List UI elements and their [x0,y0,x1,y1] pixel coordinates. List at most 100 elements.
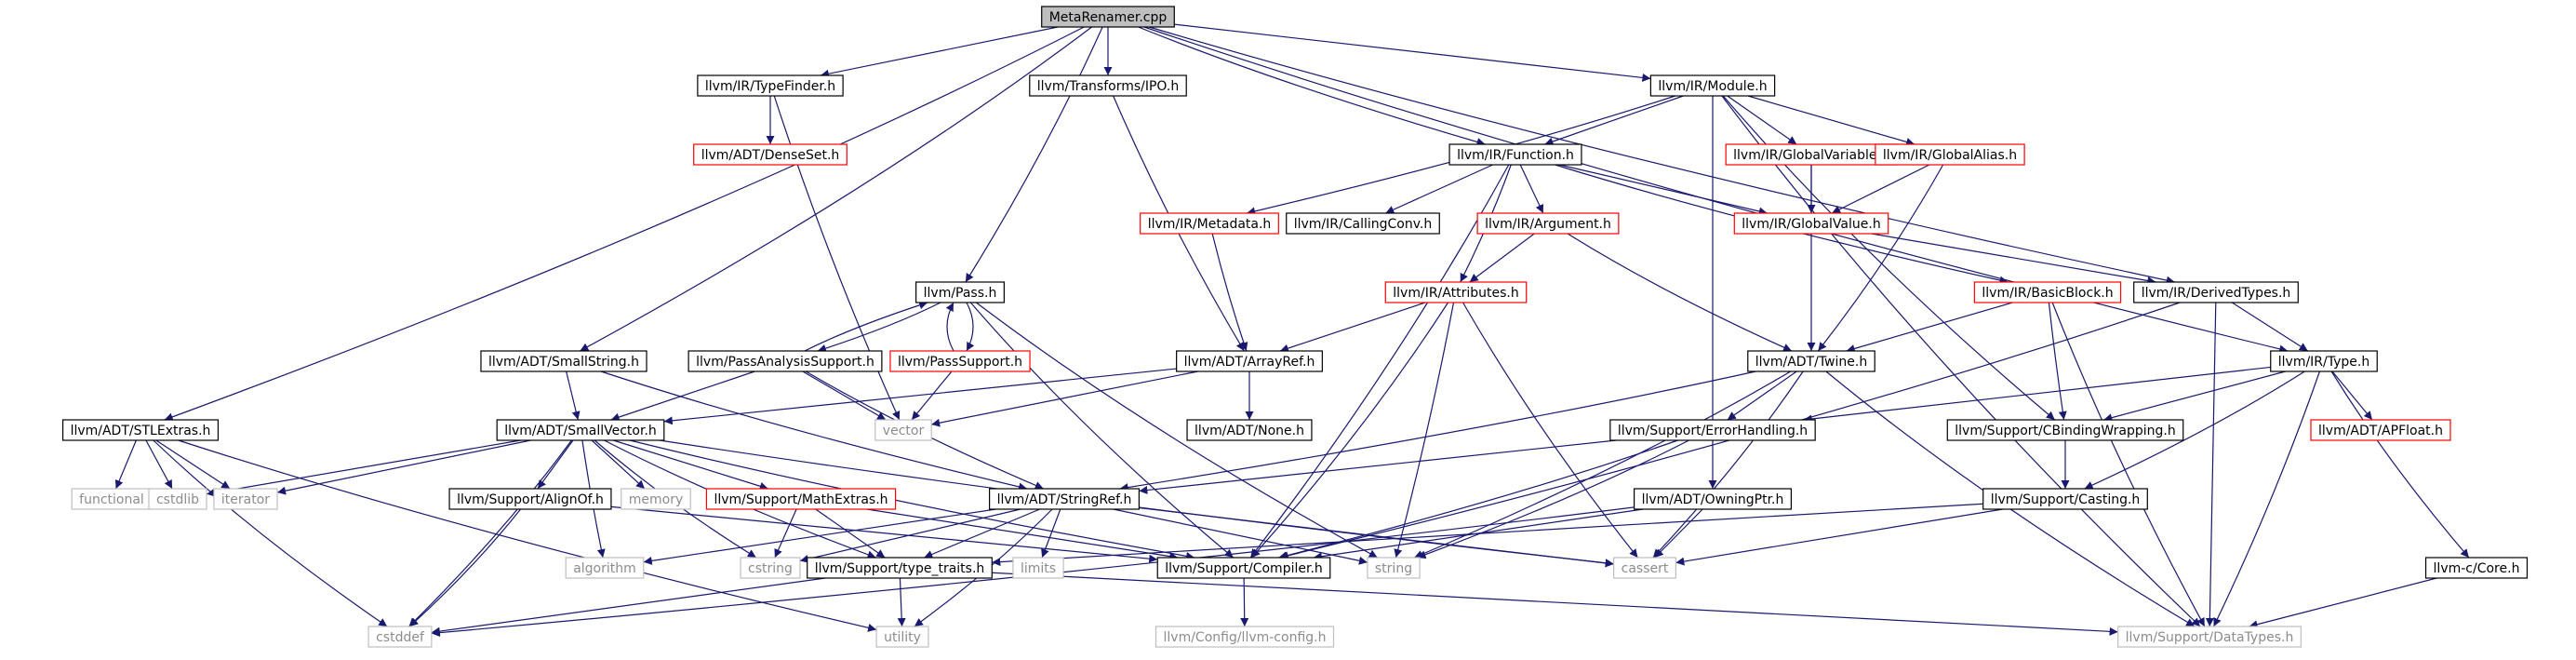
node-label: llvm-c/Core.h [2434,561,2520,576]
node-callingconv[interactable]: llvm/IR/CallingConv.h [1286,212,1440,235]
edge-mathextras-to-compiler [866,508,1179,561]
node-label: cstdlib [156,492,199,507]
node-box [1476,212,1620,235]
edge-smallvector-to-cstddef [408,439,572,627]
node-mathextras[interactable]: llvm/Support/MathExtras.h [705,488,897,510]
node-owningptr[interactable]: llvm/ADT/OwningPtr.h [1634,488,1792,510]
edge-errorhandling-to-stringref [1139,439,1617,494]
node-root[interactable]: MetaRenamer.cpp [1041,6,1175,28]
node-box [705,488,897,510]
edge-smallvector-to-iterator [276,439,531,495]
node-ipo[interactable]: llvm/Transforms/IPO.h [1029,74,1187,97]
node-none[interactable]: llvm/ADT/None.h [1186,419,1313,441]
node-label: llvm/Support/Compiler.h [1165,561,1323,576]
edge-attributes-to-string [1394,302,1455,559]
node-errorhandling[interactable]: llvm/Support/ErrorHandling.h [1609,419,1816,441]
node-label: llvm/PassSupport.h [898,355,1022,370]
node-label: llvm/ADT/DenseSet.h [701,148,840,163]
edge-casting-to-cassert [1675,508,2003,566]
edge-attributes-to-cassert [1462,302,1638,559]
edge-smallvector-to-memory [591,439,646,490]
node-arrayref[interactable]: llvm/ADT/ArrayRef.h [1176,350,1323,372]
node-globalvariable[interactable]: llvm/IR/GlobalVariable.h [1725,143,1898,166]
node-passanalysis[interactable]: llvm/PassAnalysisSupport.h [687,350,883,372]
node-box [1155,626,1335,648]
node-box [1982,488,2148,510]
node-box [2424,557,2529,579]
edge-compiler-to-llvmconfig [1240,577,1249,627]
node-twine[interactable]: llvm/ADT/Twine.h [1747,350,1875,372]
node-attributes[interactable]: llvm/IR/Attributes.h [1384,281,1528,303]
node-globalalias[interactable]: llvm/IR/GlobalAlias.h [1875,143,2025,166]
node-function[interactable]: llvm/IR/Function.h [1448,143,1582,166]
edge-pass-to-compiler [969,302,1235,559]
node-passsupport[interactable]: llvm/PassSupport.h [889,350,1031,372]
edge-module-to-datatypes [1721,95,2201,627]
node-box [1733,212,1889,235]
node-compiler[interactable]: llvm/Support/Compiler.h [1156,557,1331,579]
edge-owningptr-to-cassert [1654,508,1703,559]
edge-typetraits-to-datatypes [992,572,2118,636]
edge-function-to-argument [1519,164,1544,214]
edge-root-to-derivedtypes [1149,26,2175,285]
node-alignof[interactable]: llvm/Support/AlignOf.h [448,488,612,510]
node-module[interactable]: llvm/IR/Module.h [1649,74,1776,97]
node-box [367,626,433,648]
node-type[interactable]: llvm/IR/Type.h [2270,350,2378,372]
edge-alignof-to-cstddef [409,508,522,627]
node-smallstring[interactable]: llvm/ADT/SmallString.h [480,350,647,372]
node-denseset[interactable]: llvm/ADT/DenseSet.h [693,143,848,166]
edge-pass-to-string [975,302,1378,559]
node-box [2270,350,2378,372]
node-argument[interactable]: llvm/IR/Argument.h [1476,212,1620,235]
edge-derivedtypes-to-datatypes [2205,302,2217,627]
edge-stringref-to-typetraits [924,508,1040,559]
edge-smallstring-to-smallvector [566,370,581,421]
node-box [1029,74,1187,97]
edge-type-to-casting [2084,370,2305,490]
edges-layer [114,23,2470,638]
node-box [1448,143,1582,166]
edge-function-to-globalvalue [1559,164,1768,216]
node-box [1140,212,1279,235]
edge-basicblock-to-datatypes [2051,302,2206,627]
edge-passanalysis-to-pass [804,301,928,352]
edge-type-to-datatypes [2213,370,2320,627]
node-derivedtypes[interactable]: llvm/IR/DerivedTypes.h [2133,281,2299,303]
node-pass[interactable]: llvm/Pass.h [915,281,1005,303]
node-label: limits [1021,561,1056,576]
node-typetraits[interactable]: llvm/Support/type_traits.h [807,557,993,579]
node-globalvalue[interactable]: llvm/IR/GlobalValue.h [1733,212,1889,235]
node-basicblock[interactable]: llvm/IR/BasicBlock.h [1973,281,2122,303]
nodes-layer: MetaRenamer.cpp llvm/IR/TypeFinder.h llvm/… [61,6,2529,648]
edge-passanalysis-to-smallvector [610,370,755,422]
node-smallvector[interactable]: llvm/ADT/SmallVector.h [496,419,665,441]
edge-globalalias-to-twine [1817,164,1944,352]
node-box [1041,6,1175,28]
node-metadata[interactable]: llvm/IR/Metadata.h [1140,212,1279,235]
node-apfloat[interactable]: llvm/ADT/APFloat.h [2310,419,2451,441]
node-cbinding[interactable]: llvm/Support/CBindingWrapping.h [1946,419,2184,441]
node-box [1634,488,1792,510]
edge-smallvector-to-alignof [537,439,574,490]
node-box [1384,281,1528,303]
edge-twine-to-string [1414,370,1792,559]
edge-module-to-globalalias [1747,95,1915,146]
edge-twine-to-stringref [1119,370,1756,492]
node-vector: vector [874,419,932,441]
node-typefinder[interactable]: llvm/IR/TypeFinder.h [697,74,844,97]
node-label: llvm/ADT/StringRef.h [997,492,1132,507]
node-stringref[interactable]: llvm/ADT/StringRef.h [989,488,1140,510]
node-label: llvm/Transforms/IPO.h [1037,79,1179,94]
node-box [915,281,1005,303]
node-core[interactable]: llvm-c/Core.h [2424,557,2529,579]
edge-attributes-to-arrayref [1279,302,1426,353]
node-stlextras[interactable]: llvm/ADT/STLExtras.h [61,419,220,441]
node-label: llvm/ADT/OwningPtr.h [1642,492,1784,507]
node-cstdlib: cstdlib [148,488,207,510]
node-label: llvm/Config/llvm-config.h [1164,630,1327,645]
node-box [2133,281,2299,303]
node-casting[interactable]: llvm/Support/Casting.h [1982,488,2148,510]
node-label: cassert [1622,561,1669,576]
edge-typetraits-to-utility [897,577,906,627]
